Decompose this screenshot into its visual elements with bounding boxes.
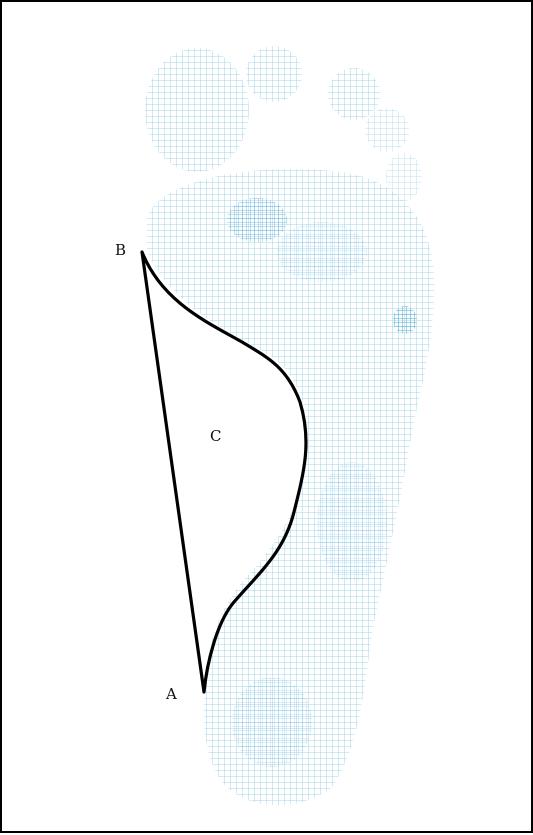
footprint-impression [145, 46, 435, 806]
label-a: A [165, 685, 177, 703]
ball-pressure-spot [227, 198, 287, 242]
big-toe-print [145, 48, 249, 172]
label-b: B [115, 241, 126, 259]
label-c: C [210, 427, 221, 445]
forefoot-spot [277, 222, 367, 282]
heel-pressure-spot [232, 677, 312, 767]
fourth-toe-print [365, 108, 409, 152]
sole-print [147, 169, 435, 806]
third-toe-print [328, 68, 380, 120]
arch-region-outline [140, 250, 308, 694]
midfoot-pressure-spot [317, 462, 387, 582]
fifth-toe-print [386, 153, 422, 201]
lateral-pressure-spot [393, 306, 417, 334]
second-toe-print [246, 46, 302, 102]
